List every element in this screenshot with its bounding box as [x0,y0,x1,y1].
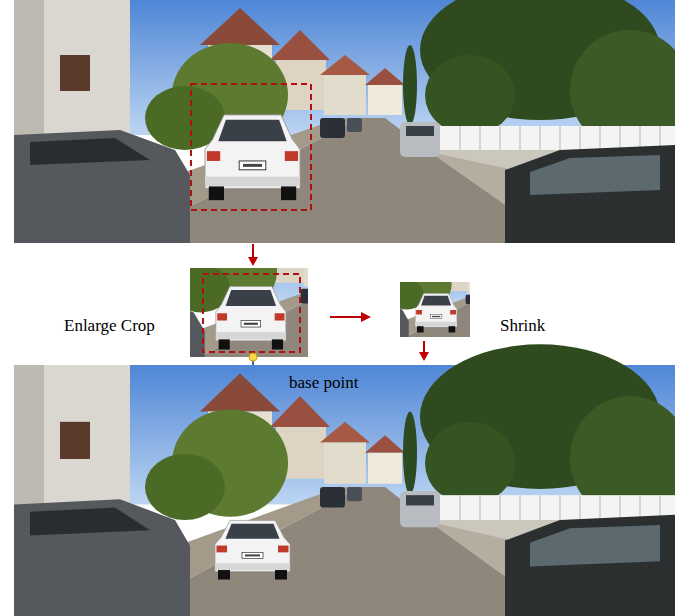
street-photo-original-part [14,0,675,243]
down-arrow-part [419,352,429,361]
right-arrow-part [361,312,371,322]
down-arrow-part [252,244,254,258]
right-arrow-part [330,316,362,318]
street-photo-augmented [14,344,675,616]
enlarged-crop-part [203,274,300,352]
down-arrow-part [423,341,425,353]
street-photo-augmented-part [215,520,290,579]
down-arrow-part [248,257,258,266]
down-arrow [248,244,258,266]
street-photo-original [14,0,675,243]
step-label: Enlarge Crop [64,316,155,336]
street-photo-original-part [191,84,311,210]
shrunk-crop-part [400,282,470,337]
right-arrow [330,312,371,322]
shrunk-crop [332,232,628,352]
base-point-leader-part [249,353,257,361]
point-label: base point [289,373,358,393]
down-arrow [419,341,429,361]
shrunk-crop-part-part [400,282,470,337]
step-label: Shrink [500,316,545,336]
enlarged-crop-part-part [190,268,308,357]
enlarged-crop-part [190,268,308,357]
street-photo-augmented-part [14,344,675,616]
